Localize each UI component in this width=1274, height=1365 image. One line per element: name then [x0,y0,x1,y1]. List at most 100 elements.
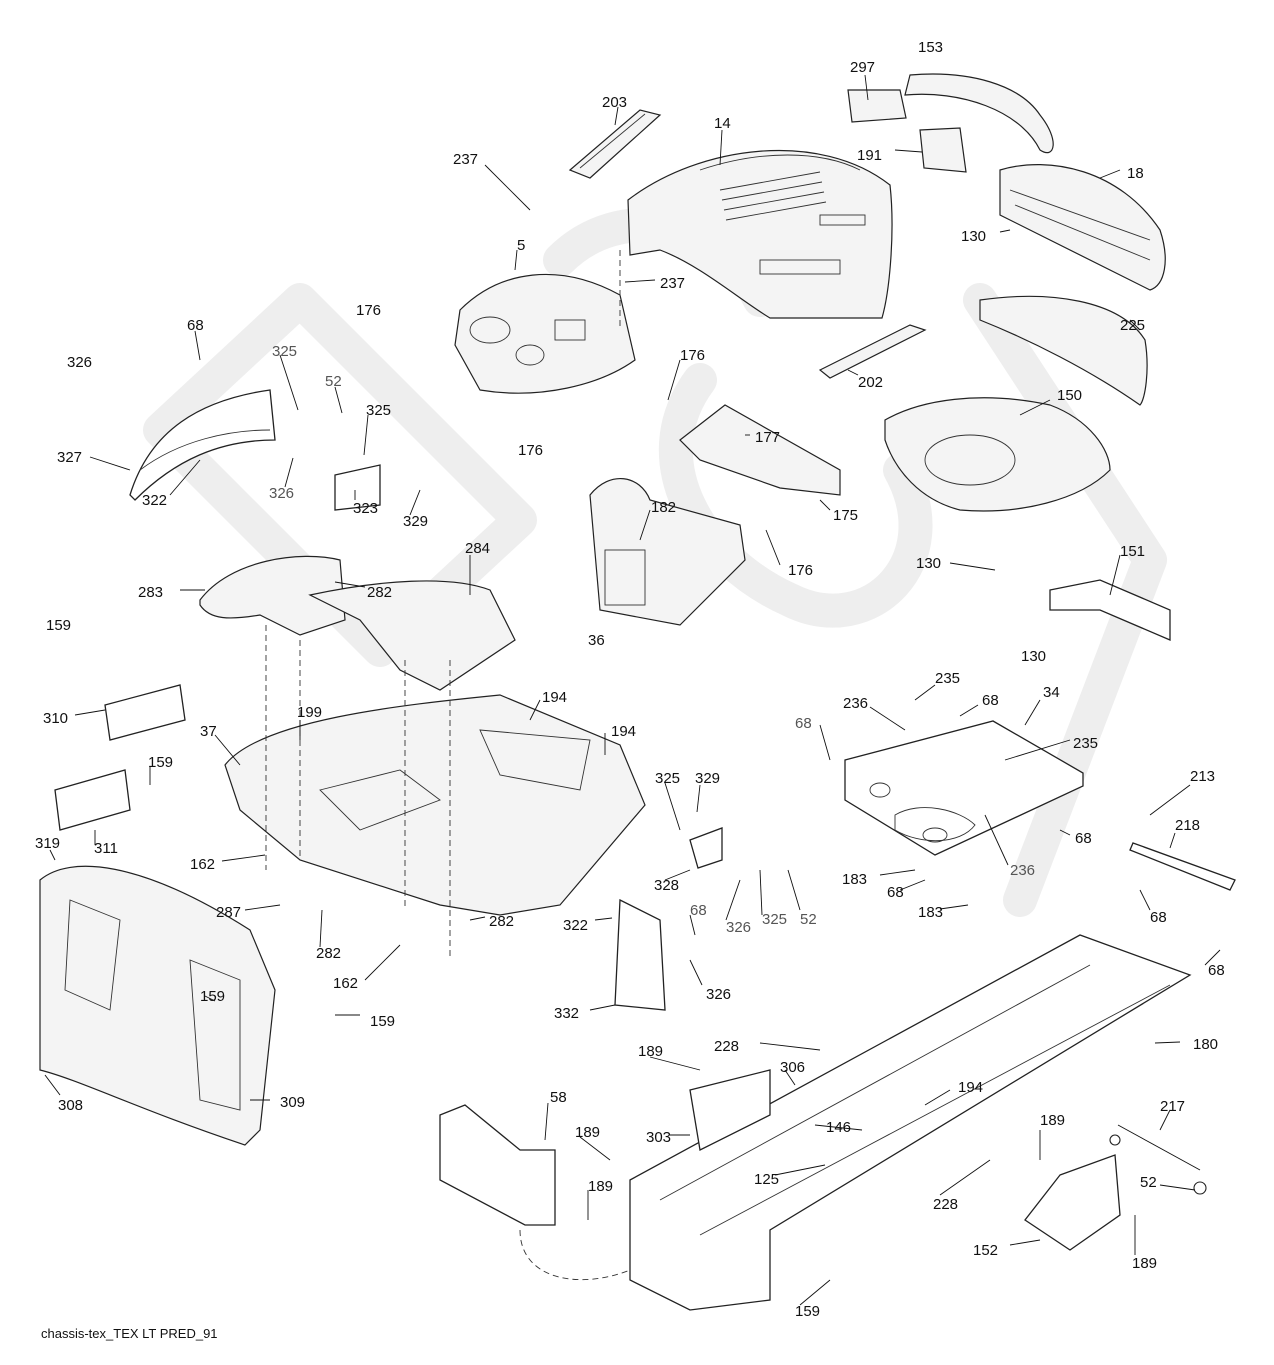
callout-68[interactable]: 68 [690,902,707,919]
callout-322[interactable]: 322 [563,917,588,934]
callout-308[interactable]: 308 [58,1097,83,1114]
callout-332[interactable]: 332 [554,1005,579,1022]
callout-52[interactable]: 52 [325,373,342,390]
callout-326[interactable]: 326 [706,986,731,1003]
callout-189[interactable]: 189 [588,1178,613,1195]
callout-52[interactable]: 52 [800,911,817,928]
callout-68[interactable]: 68 [187,317,204,334]
callout-235[interactable]: 235 [935,670,960,687]
callout-189[interactable]: 189 [1132,1255,1157,1272]
callout-282[interactable]: 282 [489,913,514,930]
callout-194[interactable]: 194 [611,723,636,740]
callout-58[interactable]: 58 [550,1089,567,1106]
callout-177[interactable]: 177 [755,429,780,446]
fender-cover-parts[interactable] [199,555,516,691]
callout-68[interactable]: 68 [982,692,999,709]
bracket-151-part[interactable] [1049,579,1171,641]
callout-176[interactable]: 176 [680,347,705,364]
callout-153[interactable]: 153 [918,39,943,56]
callout-5[interactable]: 5 [517,237,525,254]
callout-218[interactable]: 218 [1175,817,1200,834]
callout-159[interactable]: 159 [46,617,71,634]
callout-176[interactable]: 176 [518,442,543,459]
callout-225[interactable]: 225 [1120,317,1145,334]
callout-68[interactable]: 68 [795,715,812,732]
callout-213[interactable]: 213 [1190,768,1215,785]
callout-319[interactable]: 319 [35,835,60,852]
callout-326[interactable]: 326 [726,919,751,936]
callout-36[interactable]: 36 [588,632,605,649]
fender-part[interactable] [224,694,646,916]
callout-236[interactable]: 236 [843,695,868,712]
callout-159[interactable]: 159 [370,1013,395,1030]
hood-part[interactable] [627,149,893,319]
rod-217-part[interactable] [1109,1124,1207,1195]
guard-152-part[interactable] [1024,1154,1121,1251]
plate-303-part[interactable] [689,1069,771,1151]
callout-37[interactable]: 37 [200,723,217,740]
insert-parts[interactable] [847,89,967,173]
callout-235[interactable]: 235 [1073,735,1098,752]
callout-283[interactable]: 283 [138,584,163,601]
callout-189[interactable]: 189 [1040,1112,1065,1129]
callout-162[interactable]: 162 [333,975,358,992]
callout-125[interactable]: 125 [754,1171,779,1188]
callout-162[interactable]: 162 [190,856,215,873]
callout-236[interactable]: 236 [1010,862,1035,879]
callout-194[interactable]: 194 [958,1079,983,1096]
callout-303[interactable]: 303 [646,1129,671,1146]
callout-189[interactable]: 189 [638,1043,663,1060]
callout-68[interactable]: 68 [1208,962,1225,979]
grille-insert-part[interactable] [568,109,662,179]
callout-130[interactable]: 130 [916,555,941,572]
callout-297[interactable]: 297 [850,59,875,76]
callout-159[interactable]: 159 [200,988,225,1005]
callout-68[interactable]: 68 [887,884,904,901]
callout-322[interactable]: 322 [142,492,167,509]
callout-52[interactable]: 52 [1140,1174,1157,1191]
bracket-310-311-parts[interactable] [54,684,186,831]
lower-dash-part[interactable] [589,478,746,626]
callout-325[interactable]: 325 [366,402,391,419]
callout-310[interactable]: 310 [43,710,68,727]
callout-329[interactable]: 329 [695,770,720,787]
callout-202[interactable]: 202 [858,374,883,391]
callout-130[interactable]: 130 [961,228,986,245]
callout-329[interactable]: 329 [403,513,428,530]
callout-68[interactable]: 68 [1150,909,1167,926]
callout-325[interactable]: 325 [272,343,297,360]
main-frame-180-part[interactable] [629,934,1192,1311]
fan-shroud-part[interactable] [884,397,1111,512]
callout-309[interactable]: 309 [280,1094,305,1111]
callout-152[interactable]: 152 [973,1242,998,1259]
strip-part[interactable] [904,73,1054,154]
dash-panel-part[interactable] [454,273,636,394]
callout-328[interactable]: 328 [654,877,679,894]
grille-frame-part[interactable] [999,164,1166,291]
front-grille-part[interactable] [39,865,276,1146]
callout-327[interactable]: 327 [57,449,82,466]
callout-194[interactable]: 194 [542,689,567,706]
callout-18[interactable]: 18 [1127,165,1144,182]
bracket-323-part[interactable] [334,464,381,511]
callout-191[interactable]: 191 [857,147,882,164]
callout-237[interactable]: 237 [660,275,685,292]
callout-151[interactable]: 151 [1120,543,1145,560]
callout-175[interactable]: 175 [833,507,858,524]
lens-part[interactable] [818,324,927,379]
callout-14[interactable]: 14 [714,115,731,132]
mount-bracket-175-part[interactable] [679,404,841,496]
callout-176[interactable]: 176 [356,302,381,319]
callout-159[interactable]: 159 [795,1303,820,1320]
callout-326[interactable]: 326 [67,354,92,371]
callout-150[interactable]: 150 [1057,387,1082,404]
callout-284[interactable]: 284 [465,540,490,557]
callout-228[interactable]: 228 [933,1196,958,1213]
callout-282[interactable]: 282 [316,945,341,962]
callout-323[interactable]: 323 [353,500,378,517]
callout-182[interactable]: 182 [651,499,676,516]
callout-130[interactable]: 130 [1021,648,1046,665]
hood-support-part[interactable] [979,295,1148,406]
callout-325[interactable]: 325 [655,770,680,787]
callout-306[interactable]: 306 [780,1059,805,1076]
